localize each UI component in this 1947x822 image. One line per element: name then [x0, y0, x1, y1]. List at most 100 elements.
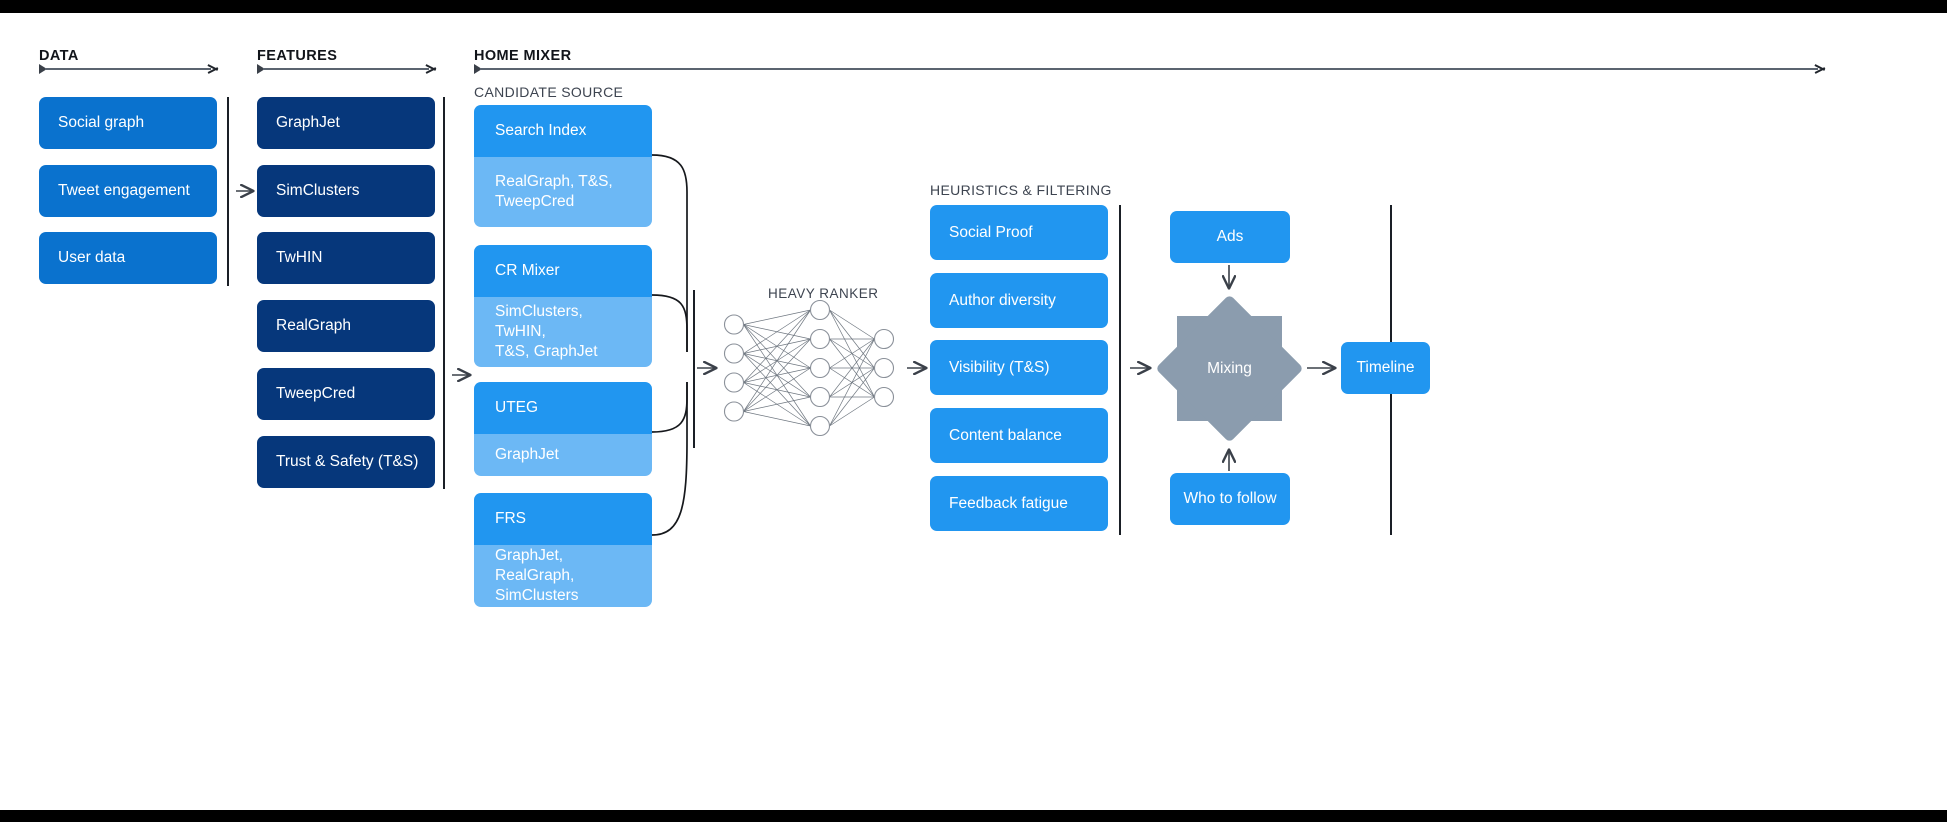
- nn-edge: [743, 309, 811, 354]
- nn-edge: [829, 309, 875, 340]
- nn-edge: [829, 396, 875, 427]
- feature-box-tweepcred[interactable]: TweepCred: [257, 368, 435, 420]
- candidate-source-features: GraphJet, RealGraph, SimClusters: [474, 545, 652, 607]
- nn-edge: [743, 411, 811, 427]
- nn-node: [723, 372, 745, 393]
- divider-data-features: [227, 97, 229, 286]
- box-label: GraphJet: [276, 114, 340, 131]
- nn-edge: [829, 367, 875, 398]
- nn-node: [809, 328, 831, 350]
- top-letterbox-bar: [0, 0, 1947, 13]
- nn-edge: [743, 353, 811, 427]
- feature-box-graphjet[interactable]: GraphJet: [257, 97, 435, 149]
- subsection-title-heuristics: HEURISTICS & FILTERING: [930, 182, 1112, 198]
- candidate-source-name: Search Index: [474, 105, 652, 157]
- nn-node: [873, 328, 895, 350]
- nn-edge: [743, 353, 811, 369]
- nn-edge: [743, 324, 811, 398]
- nn-node: [809, 299, 831, 321]
- heuristic-box-author-diversity[interactable]: Author diversity: [930, 273, 1108, 328]
- nn-edge: [743, 324, 811, 427]
- box-label: TwHIN: [276, 249, 323, 266]
- candidate-source-features: SimClusters, TwHIN, T&S, GraphJet: [474, 297, 652, 367]
- nn-edge: [743, 324, 811, 369]
- mixing-diamond[interactable]: Mixing: [1155, 294, 1304, 443]
- data-box-user-data[interactable]: User data: [39, 232, 217, 284]
- axis-arrow-features: [257, 63, 437, 75]
- candidate-source-uteg[interactable]: UTEG GraphJet: [474, 382, 652, 476]
- axis-start-marker: [474, 64, 482, 74]
- section-title-features: FEATURES: [257, 48, 338, 64]
- output-box-timeline[interactable]: Timeline: [1341, 342, 1430, 394]
- nn-edge: [743, 396, 811, 412]
- nn-edge: [743, 338, 811, 383]
- feature-box-twhin[interactable]: TwHIN: [257, 232, 435, 284]
- nn-node: [809, 415, 831, 437]
- brace-search-index: [651, 154, 688, 352]
- nn-edge: [743, 338, 811, 354]
- nn-edge: [829, 338, 875, 369]
- axis-start-marker: [257, 64, 265, 74]
- nn-edge: [743, 309, 811, 325]
- box-label: RealGraph: [276, 317, 351, 334]
- feature-box-realgraph[interactable]: RealGraph: [257, 300, 435, 352]
- nn-edge: [829, 309, 875, 369]
- candidate-source-cr-mixer[interactable]: CR Mixer SimClusters, TwHIN, T&S, GraphJ…: [474, 245, 652, 367]
- nn-node: [873, 357, 895, 379]
- candidate-source-name: FRS: [474, 493, 652, 545]
- candidate-source-features: RealGraph, T&S, TweepCred: [474, 157, 652, 227]
- nn-node: [809, 357, 831, 379]
- section-title-data: DATA: [39, 48, 79, 64]
- box-label: Social Proof: [949, 223, 1033, 241]
- heuristic-box-content-balance[interactable]: Content balance: [930, 408, 1108, 463]
- nn-edge: [743, 324, 811, 340]
- box-label: Mixing: [1207, 359, 1252, 377]
- nn-node: [723, 343, 745, 364]
- data-box-social-graph[interactable]: Social graph: [39, 97, 217, 149]
- box-label: Social graph: [58, 114, 145, 131]
- box-label: Trust & Safety (T&S): [276, 453, 419, 470]
- neural-network: [723, 299, 895, 437]
- axis-arrow-home-mixer: [474, 63, 1824, 75]
- nn-edge: [743, 382, 811, 427]
- nn-edge: [829, 338, 875, 398]
- nn-edge: [743, 309, 811, 412]
- nn-node: [873, 386, 895, 408]
- feature-box-trust-safety[interactable]: Trust & Safety (T&S): [257, 436, 435, 488]
- axis-end-arrowhead: [208, 63, 219, 75]
- output-box-ads[interactable]: Ads: [1170, 211, 1290, 263]
- axis-end-arrowhead: [1815, 63, 1826, 75]
- divider-candidate-ranker: [693, 290, 695, 448]
- box-label: Visibility (T&S): [949, 358, 1050, 376]
- heuristic-box-visibility[interactable]: Visibility (T&S): [930, 340, 1108, 395]
- nn-edge: [829, 338, 875, 369]
- box-label: Content balance: [949, 426, 1062, 444]
- subsection-title-candidate-source: CANDIDATE SOURCE: [474, 84, 624, 100]
- candidate-source-frs[interactable]: FRS GraphJet, RealGraph, SimClusters: [474, 493, 652, 607]
- nn-edge: [829, 309, 875, 398]
- bottom-letterbox-bar: [0, 810, 1947, 822]
- box-label: Who to follow: [1183, 490, 1277, 507]
- section-title-home-mixer: HOME MIXER: [474, 48, 572, 64]
- heuristic-box-social-proof[interactable]: Social Proof: [930, 205, 1108, 260]
- candidate-source-name: CR Mixer: [474, 245, 652, 297]
- candidate-source-search-index[interactable]: Search Index RealGraph, T&S, TweepCred: [474, 105, 652, 227]
- brace-uteg: [651, 382, 688, 433]
- box-label: TweepCred: [276, 385, 356, 402]
- box-label: Author diversity: [949, 291, 1056, 309]
- feature-box-simclusters[interactable]: SimClusters: [257, 165, 435, 217]
- data-box-tweet-engagement[interactable]: Tweet engagement: [39, 165, 217, 217]
- heuristic-box-feedback-fatigue[interactable]: Feedback fatigue: [930, 476, 1108, 531]
- nn-node: [809, 386, 831, 408]
- axis-arrow-data: [39, 63, 219, 75]
- box-label: SimClusters: [276, 182, 360, 199]
- nn-edge: [743, 309, 811, 383]
- candidate-source-features: GraphJet: [474, 434, 652, 476]
- brace-frs: [651, 382, 688, 536]
- output-box-who-to-follow[interactable]: Who to follow: [1170, 473, 1290, 525]
- nn-edge: [743, 367, 811, 383]
- box-label: Feedback fatigue: [949, 494, 1068, 512]
- brace-cr-mixer: [651, 294, 688, 352]
- nn-node: [723, 314, 745, 335]
